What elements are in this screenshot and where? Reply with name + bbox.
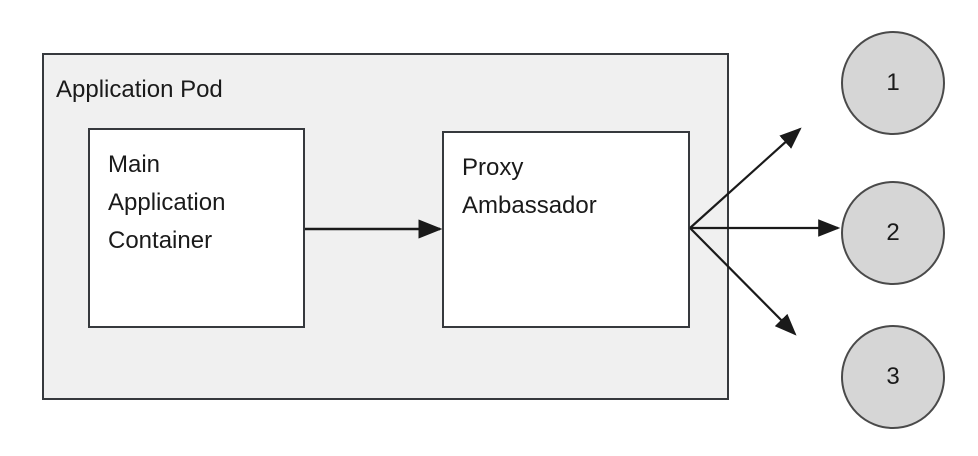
backend-circle-1: 1 bbox=[841, 31, 945, 135]
main-application-container-box: Main Application Container bbox=[88, 128, 305, 328]
application-pod-label: Application Pod bbox=[56, 76, 223, 103]
backend-circle-2-label: 2 bbox=[886, 219, 900, 246]
backend-circle-2: 2 bbox=[841, 181, 945, 285]
backend-circle-3: 3 bbox=[841, 325, 945, 429]
proxy-ambassador-container-box: Proxy Ambassador bbox=[442, 131, 690, 328]
main-application-container-label: Main Application Container bbox=[108, 151, 226, 254]
proxy-ambassador-container-label: Proxy Ambassador bbox=[462, 154, 597, 219]
backend-circle-3-label: 3 bbox=[886, 363, 900, 390]
backend-circle-1-label: 1 bbox=[886, 69, 900, 96]
